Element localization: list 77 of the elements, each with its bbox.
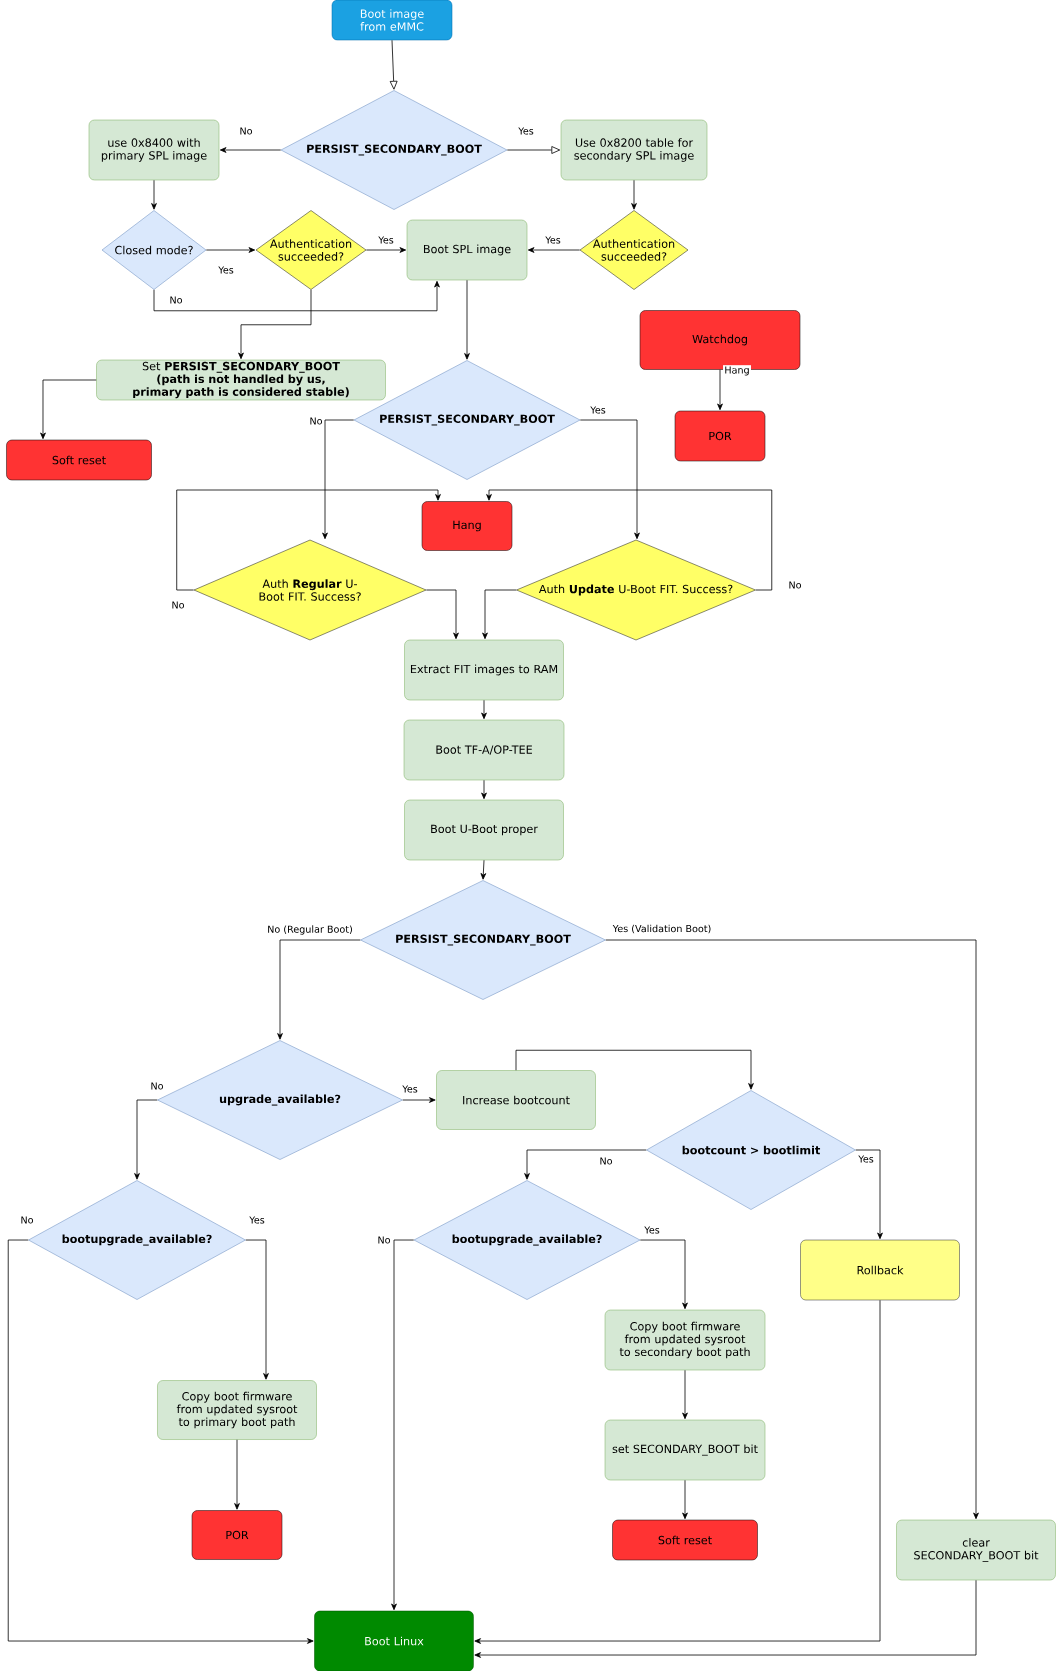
terminal-box: Hang	[421, 501, 513, 551]
arrow	[524, 1149, 647, 1180]
start-box: Boot image from eMMC	[331, 0, 453, 41]
process-box: Boot SPL image	[406, 219, 528, 281]
edge-label: No	[168, 295, 184, 305]
edge-label: Hang	[723, 365, 751, 377]
arrow	[234, 1439, 240, 1510]
arrow	[631, 179, 637, 210]
process-box: Rollback	[800, 1239, 960, 1301]
arrow	[605, 939, 979, 1520]
edge-label: No (Regular Boot)	[265, 924, 355, 936]
edge-label: Yes	[216, 265, 236, 275]
arrow	[151, 179, 157, 210]
arrow	[238, 289, 312, 360]
arrow	[322, 419, 355, 540]
arrow	[425, 589, 459, 640]
arrow	[277, 939, 361, 1040]
arrow	[481, 779, 487, 800]
edge-label: Yes	[856, 1154, 876, 1164]
terminal-box: Soft reset	[6, 439, 152, 481]
arrow	[474, 1299, 881, 1644]
arrow	[153, 280, 440, 312]
arrow	[527, 247, 581, 253]
arrow	[682, 1369, 688, 1420]
arrow	[481, 699, 487, 720]
arrow	[402, 1097, 436, 1103]
terminal-box: Soft reset	[612, 1519, 758, 1561]
arrow	[639, 1239, 688, 1310]
edge-label: No	[598, 1156, 614, 1166]
end-box: Boot Linux	[314, 1610, 474, 1671]
edge-label: No	[308, 416, 324, 426]
edge-label: Yes	[642, 1225, 662, 1235]
arrow	[682, 1479, 688, 1520]
process-box: Boot TF-A/OP-TEE	[403, 719, 565, 781]
edge-label: Yes	[400, 1084, 420, 1094]
process-box: Boot U-Boot proper	[404, 799, 564, 861]
arrow	[365, 247, 407, 253]
process-box: use 0x8400 with primary SPL image	[88, 119, 220, 181]
arrow	[134, 1099, 158, 1180]
edge-label: No	[376, 1235, 392, 1245]
process-box: Use 0x8200 table for secondary SPL image	[560, 119, 708, 181]
arrow	[464, 279, 470, 360]
arrow	[474, 1579, 977, 1658]
arrow	[176, 489, 441, 591]
edge-label: No	[238, 126, 254, 136]
arrow	[486, 489, 773, 591]
edge-label: Yes (Validation Boot)	[611, 923, 713, 935]
arrow	[205, 247, 256, 253]
edge-label: Yes	[516, 126, 536, 136]
terminal-box: POR	[191, 1510, 283, 1560]
terminal-box: POR	[674, 410, 766, 462]
edge-label: Yes	[376, 235, 396, 245]
arrow	[515, 1049, 754, 1090]
edge-label: Yes	[588, 405, 608, 415]
edge-label: No	[787, 580, 803, 590]
arrow	[219, 147, 282, 153]
arrow	[480, 859, 487, 880]
arrow	[506, 146, 561, 154]
process-box: Copy boot firmware from updated sysroot to secondary boot path	[604, 1309, 766, 1371]
edge-label: Yes	[247, 1215, 267, 1225]
arrow	[717, 369, 723, 411]
edge-label: No	[170, 600, 186, 610]
arrow	[389, 39, 398, 90]
process-box: Increase bootcount	[436, 1070, 596, 1130]
arrow	[40, 379, 97, 440]
process-box: set SECONDARY_BOOT bit	[604, 1419, 766, 1481]
arrow	[7, 1239, 314, 1644]
arrow	[245, 1239, 269, 1380]
process-box: Extract FIT images to RAM	[404, 639, 564, 701]
arrow	[391, 1239, 415, 1611]
edge-label: Yes	[543, 235, 563, 245]
process-box: Copy boot firmware from updated sysroot to primary boot path	[157, 1380, 317, 1440]
arrow	[482, 589, 517, 640]
process-box: clear SECONDARY_BOOT bit	[896, 1519, 1056, 1581]
arrow	[579, 419, 640, 540]
arrow	[855, 1149, 883, 1240]
process-box: Set PERSIST_SECONDARY_BOOT (path is not handled by us, primary path is considered stable)	[96, 359, 386, 401]
